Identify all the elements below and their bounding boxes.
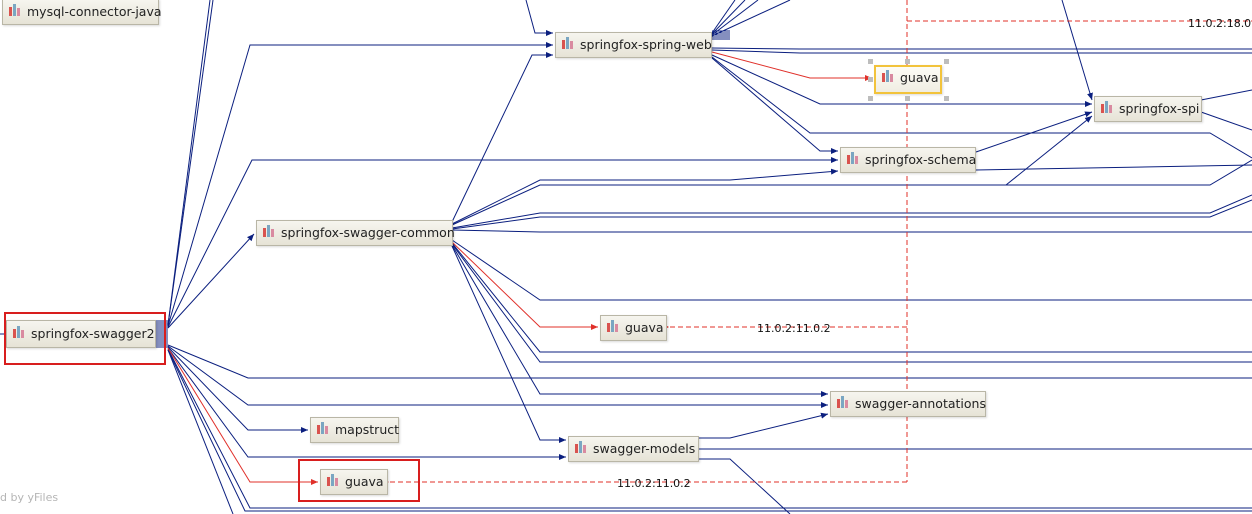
node-label: springfox-schema: [865, 152, 977, 167]
maven-artifact-icon: [263, 221, 276, 245]
node-label: guava: [345, 474, 384, 489]
node-guava-bottom[interactable]: guava: [320, 469, 388, 495]
maven-artifact-icon: [562, 33, 575, 57]
node-springfox-schema[interactable]: springfox-schema: [840, 147, 976, 173]
maven-artifact-icon: [575, 437, 588, 461]
node-springfox-spring-web[interactable]: springfox-spring-web: [555, 32, 712, 58]
yfiles-watermark: d by yFiles: [0, 491, 59, 504]
maven-artifact-icon: [9, 0, 22, 24]
node-mapstruct[interactable]: mapstruct: [310, 417, 399, 443]
node-springfox-swagger-common[interactable]: springfox-swagger-common: [256, 220, 455, 246]
edge-label-version: 11.0.2:11.0.2: [757, 322, 831, 335]
selection-handle[interactable]: [944, 59, 949, 64]
node-guava-selected[interactable]: guava: [874, 65, 942, 94]
node-guava-middle[interactable]: guava: [600, 315, 667, 341]
selection-handle[interactable]: [868, 59, 873, 64]
edge-label-version: 11.0.2:18.0: [1188, 17, 1252, 30]
selection-handle[interactable]: [905, 59, 910, 64]
selection-handle[interactable]: [944, 77, 949, 82]
node-label: mapstruct: [335, 422, 400, 437]
maven-artifact-icon: [847, 148, 860, 172]
edge-ports: [0, 30, 730, 348]
node-label: springfox-swagger2: [31, 326, 155, 341]
selection-handle[interactable]: [868, 77, 873, 82]
node-label: springfox-spi: [1119, 101, 1200, 116]
node-label: springfox-spring-web: [580, 37, 712, 52]
dependency-edges: [167, 0, 1252, 514]
maven-artifact-icon: [327, 470, 340, 494]
maven-artifact-icon: [13, 321, 26, 347]
node-mysql-connector-java[interactable]: mysql-connector-java: [2, 0, 162, 25]
node-springfox-spi[interactable]: springfox-spi: [1094, 96, 1202, 122]
maven-artifact-icon: [882, 67, 895, 89]
edge-label-version: 11.0.2:11.0.2: [617, 477, 691, 490]
node-label: swagger-annotations: [855, 396, 986, 411]
node-swagger-annotations[interactable]: swagger-annotations: [830, 391, 986, 417]
selection-handle[interactable]: [944, 96, 949, 101]
conflict-edges: [167, 51, 872, 485]
node-springfox-swagger2[interactable]: springfox-swagger2: [6, 320, 156, 348]
maven-artifact-icon: [317, 418, 330, 442]
version-conflict-lines: [388, 0, 1252, 482]
selection-handle[interactable]: [905, 96, 910, 101]
node-label: swagger-models: [593, 441, 696, 456]
maven-artifact-icon: [607, 316, 620, 340]
maven-artifact-icon: [837, 392, 850, 416]
node-swagger-models[interactable]: swagger-models: [568, 436, 699, 462]
node-label: mysql-connector-java: [27, 4, 162, 19]
node-label: guava: [625, 320, 664, 335]
selection-handle[interactable]: [868, 96, 873, 101]
node-label: guava: [900, 70, 939, 85]
maven-artifact-icon: [1101, 97, 1114, 121]
node-label: springfox-swagger-common: [281, 225, 455, 240]
